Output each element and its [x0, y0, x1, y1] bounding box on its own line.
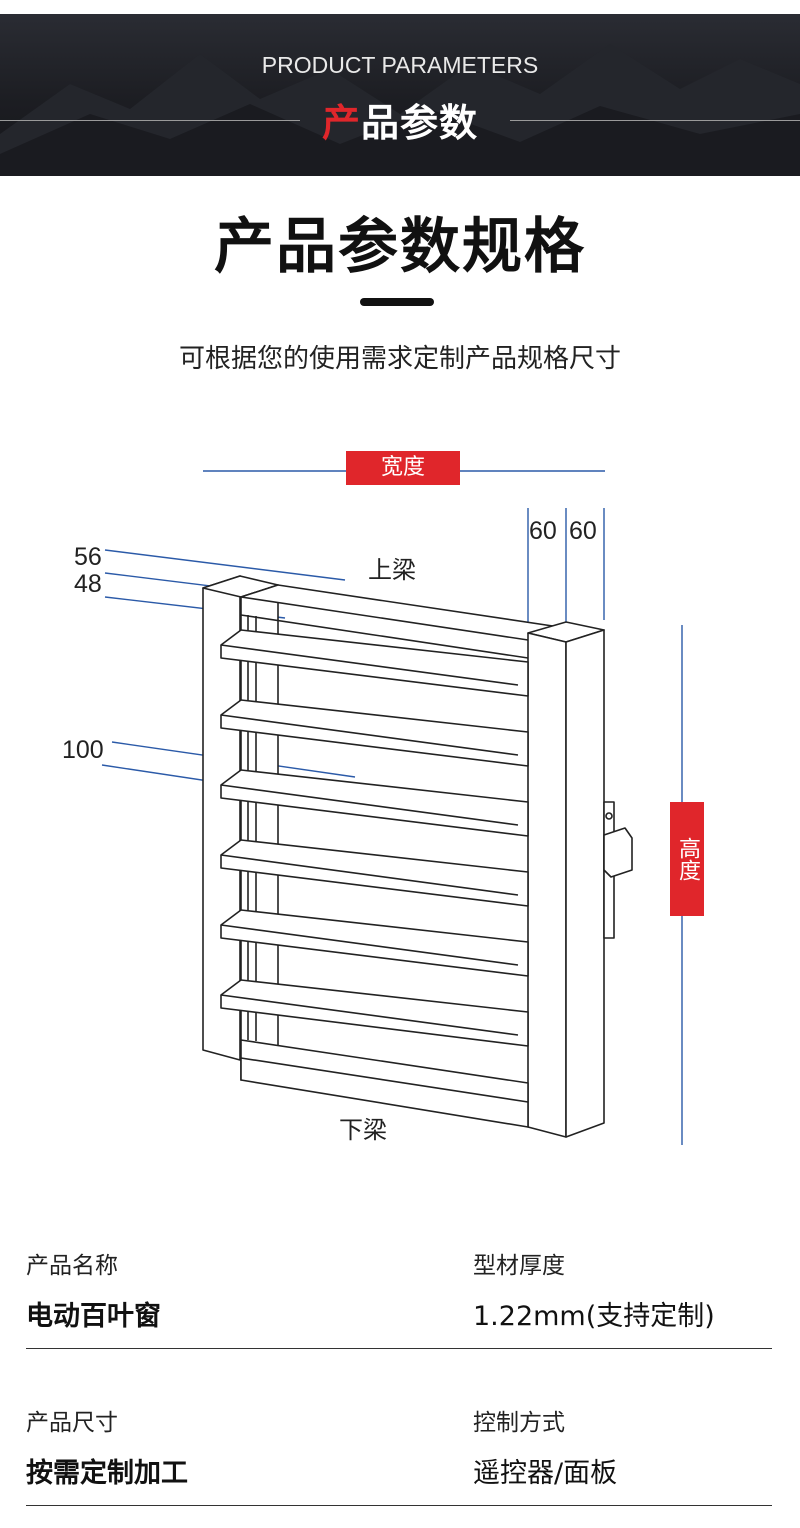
section-title: 产品参数规格 [214, 212, 586, 282]
louver-diagram: 宽度 高度 60 60 56 48 100 上梁 下梁 [0, 440, 800, 1160]
spec-control-method: 控制方式 遥控器/面板 [473, 1403, 617, 1490]
spec-label: 型材厚度 [473, 1253, 565, 1279]
spec-label: 产品尺寸 [26, 1410, 118, 1436]
banner-title-accent: 产 [321, 101, 361, 145]
dim-56: 56 [74, 543, 102, 571]
spec-product-size: 产品尺寸 按需定制加工 [26, 1403, 188, 1490]
mountain-background [0, 44, 800, 176]
dim-top-left: 60 [529, 517, 557, 545]
spec-product-name: 产品名称 电动百叶窗 [26, 1246, 161, 1333]
spec-value: 电动百叶窗 [26, 1301, 161, 1332]
top-beam-label: 上梁 [368, 556, 416, 584]
banner-title: 产品参数 [0, 92, 800, 147]
banner-title-rest: 品参数 [361, 101, 479, 145]
dim-top-right: 60 [569, 517, 597, 545]
spec-label: 控制方式 [473, 1410, 565, 1436]
banner-rule-left [0, 120, 300, 121]
spec-divider [26, 1348, 772, 1349]
spec-value: 遥控器/面板 [473, 1458, 618, 1489]
spec-value: 1.22mm(支持定制) [473, 1301, 715, 1332]
height-tag: 高度 [670, 802, 704, 916]
section-subtitle: 可根据您的使用需求定制产品规格尺寸 [178, 344, 621, 374]
spec-value: 按需定制加工 [26, 1458, 188, 1489]
header-banner: PRODUCT PARAMETERS 产品参数 [0, 14, 800, 176]
spec-divider [26, 1505, 772, 1506]
title-underline [360, 298, 434, 306]
louver-drawing [101, 470, 683, 1145]
bottom-beam-label: 下梁 [339, 1116, 387, 1144]
banner-subtitle: PRODUCT PARAMETERS [261, 52, 539, 78]
spec-label: 产品名称 [26, 1253, 118, 1279]
spec-profile-thickness: 型材厚度 1.22mm(支持定制) [473, 1246, 715, 1333]
dim-48: 48 [74, 570, 102, 598]
banner-rule-right [510, 120, 800, 121]
dim-100: 100 [62, 736, 104, 764]
width-tag: 宽度 [346, 451, 460, 485]
